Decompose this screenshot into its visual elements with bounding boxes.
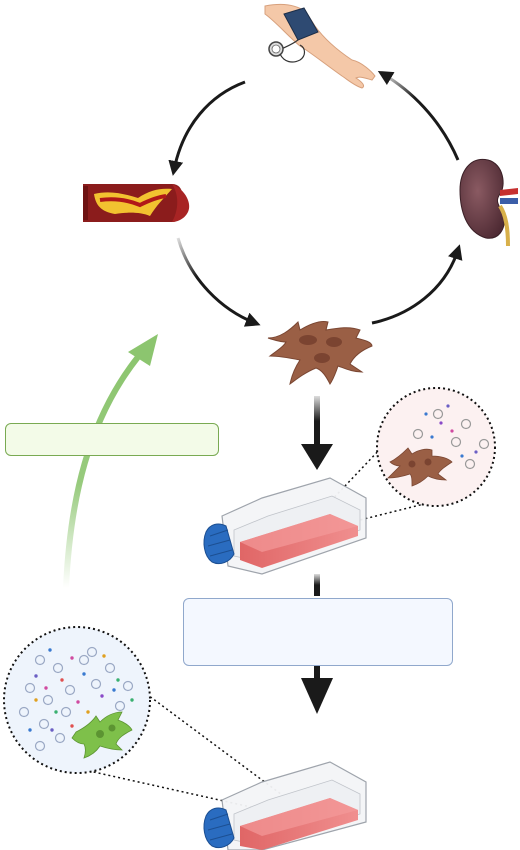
arrow-kidney-to-arm: [377, 70, 460, 161]
zoom-circle-bottom: [3, 626, 306, 819]
fibroblast-cell-icon: [267, 321, 373, 386]
arrow-cell-to-kidney: [371, 244, 463, 325]
arrow-cell-to-flask: [301, 396, 333, 470]
arrow-arm-to-artery: [168, 80, 246, 176]
culture-flask-icon-bottom: [203, 761, 367, 850]
zoom-circle-top: [306, 387, 496, 533]
kidney-icon: [459, 158, 518, 247]
arrow-artery-to-cell: [176, 237, 261, 327]
plaque-artery-icon: [83, 184, 190, 222]
arm-blood-pressure-cuff-icon: [264, 3, 376, 89]
cycle-arrows: [168, 70, 463, 327]
treatment-label-box: [5, 423, 219, 456]
process-label-box: [183, 598, 453, 666]
culture-flask-icon: [203, 477, 367, 575]
green-feedback-arrow: [63, 334, 158, 591]
arrow-flask-to-flask: [301, 574, 333, 714]
